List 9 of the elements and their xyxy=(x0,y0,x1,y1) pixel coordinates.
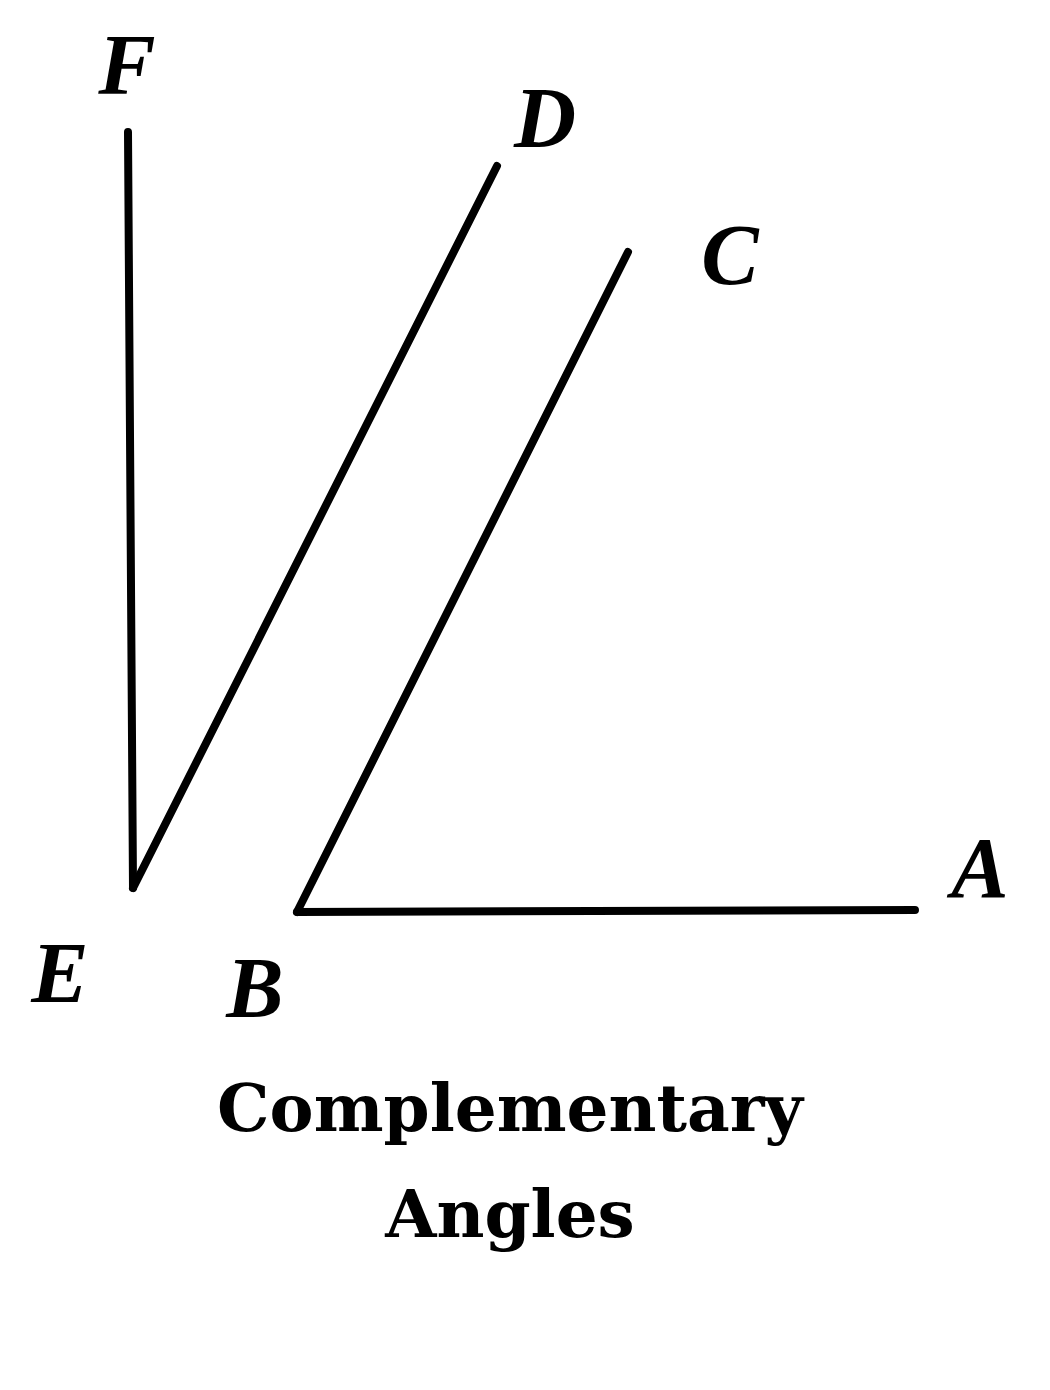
point-label: E xyxy=(15,930,105,1016)
point-label: B xyxy=(210,945,300,1031)
point-label: D xyxy=(505,75,585,161)
angle-side-line xyxy=(293,906,919,916)
caption: Complementary Angles xyxy=(216,1068,806,1255)
angle-side-line xyxy=(129,162,501,892)
point-label: A xyxy=(935,825,1025,911)
point-label: F xyxy=(92,22,162,108)
point-label: C xyxy=(690,212,770,298)
